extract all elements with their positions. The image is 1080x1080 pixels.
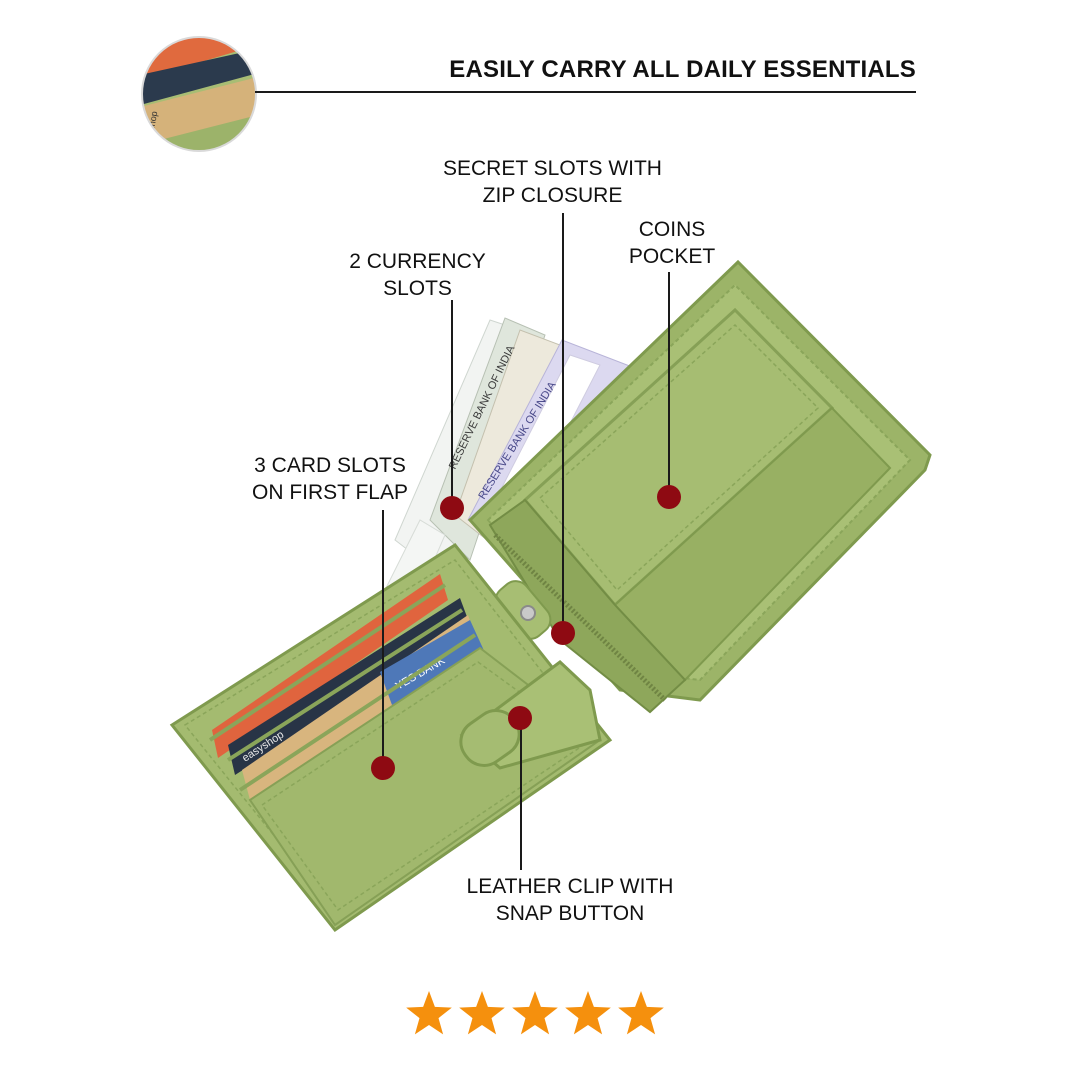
callout-card-slots: 3 CARD SLOTS ON FIRST FLAP bbox=[252, 454, 408, 504]
star-icon bbox=[406, 991, 452, 1035]
callout-currency-slots: 2 CURRENCY SLOTS bbox=[349, 250, 486, 300]
callout-secret-slots: SECRET SLOTS WITH ZIP CLOSURE bbox=[443, 157, 662, 207]
page-title: EASILY CARRY ALL DAILY ESSENTIALS bbox=[449, 56, 916, 83]
marker-coins-pocket bbox=[657, 485, 681, 509]
star-icon bbox=[565, 991, 611, 1035]
callout-markers bbox=[371, 485, 681, 780]
marker-leather-clip bbox=[508, 706, 532, 730]
thumbnail-circle: shop bbox=[141, 36, 257, 152]
callout-lines bbox=[382, 213, 670, 870]
marker-secret-slots bbox=[551, 621, 575, 645]
callout-coins-pocket: COINS POCKET bbox=[628, 218, 716, 268]
marker-card-slots bbox=[371, 756, 395, 780]
star-rating bbox=[405, 990, 665, 1044]
star-icon bbox=[512, 991, 558, 1035]
star-icon bbox=[459, 991, 505, 1035]
title-underline bbox=[255, 91, 916, 93]
marker-currency-slots bbox=[440, 496, 464, 520]
callout-leather-clip: LEATHER CLIP WITH SNAP BUTTON bbox=[466, 875, 674, 925]
star-icon bbox=[618, 991, 664, 1035]
card-slots: easyshop YES BANK bbox=[208, 574, 486, 800]
